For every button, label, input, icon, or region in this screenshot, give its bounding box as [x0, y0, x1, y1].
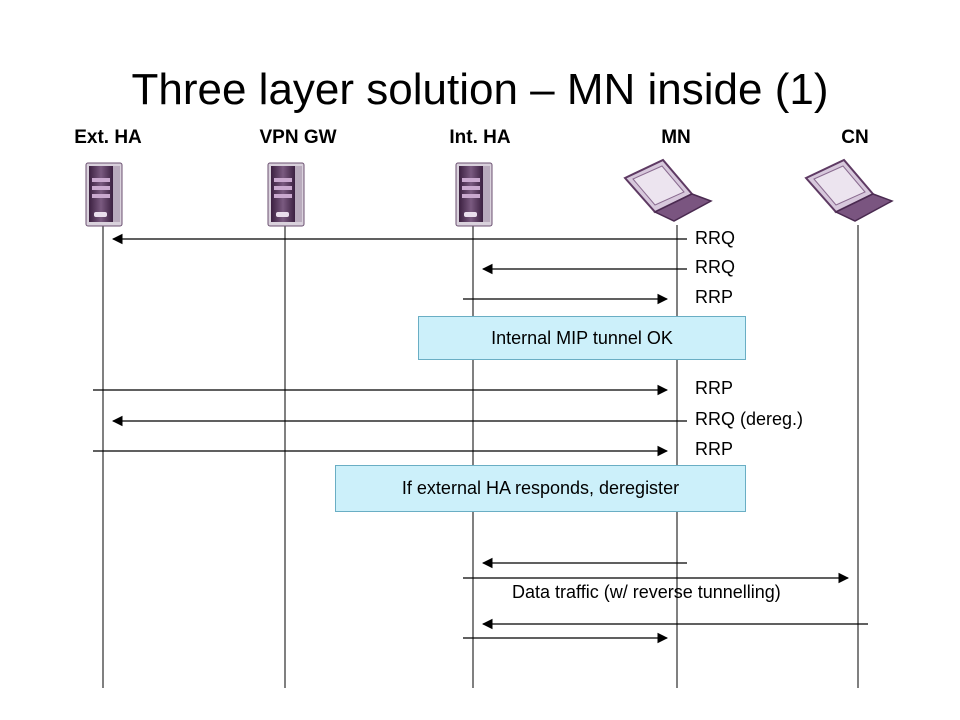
message-label: RRQ — [695, 228, 735, 248]
devices — [85, 158, 894, 227]
note-deregister: If external HA responds, deregister — [335, 465, 746, 512]
data-traffic-label: Data traffic (w/ reverse tunnelling) — [512, 582, 781, 602]
server-icon — [85, 162, 123, 227]
message-label: RRP — [695, 439, 734, 459]
slide-title: Three layer solution – MN inside (1) — [131, 65, 829, 114]
entity-label-mn: MN — [661, 127, 691, 148]
entity-label-vpn-gw: VPN GW — [259, 127, 337, 148]
message-label: RRP — [695, 378, 734, 398]
entity-label-int-ha: Int. HA — [449, 127, 511, 148]
laptop-icon — [804, 158, 894, 222]
server-icon — [267, 162, 305, 227]
entity-label-cn: CN — [841, 127, 869, 148]
message-label: RRQ (dereg.) — [695, 409, 804, 429]
lifelines — [102, 225, 859, 688]
server-icon — [455, 162, 493, 227]
entity-label-ext-ha: Ext. HA — [74, 127, 142, 148]
message-label: RRP — [695, 287, 734, 307]
message-label: RRQ — [695, 257, 735, 277]
note-internal-tunnel: Internal MIP tunnel OK — [418, 316, 746, 360]
laptop-icon — [623, 158, 713, 222]
message-arrows — [93, 233, 868, 644]
